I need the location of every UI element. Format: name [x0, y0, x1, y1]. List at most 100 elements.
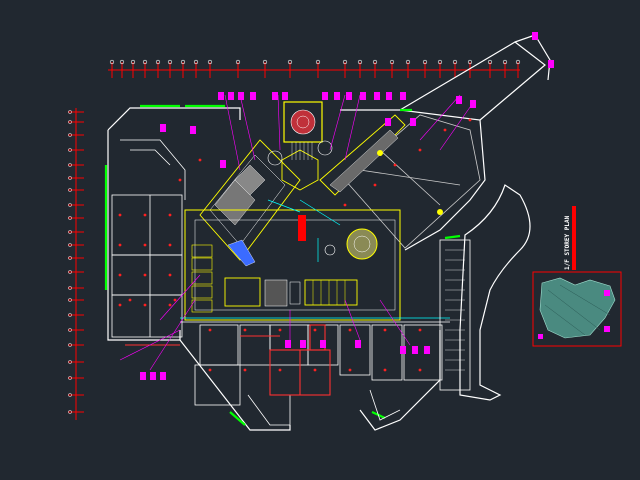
grid-bubble — [487, 59, 493, 65]
room-tag — [386, 92, 392, 100]
column-dot — [208, 328, 212, 332]
room-tag — [150, 372, 156, 380]
grid-bubble — [155, 59, 161, 65]
building-outline — [107, 34, 551, 431]
room-tag — [320, 340, 326, 348]
column-dot — [383, 368, 387, 372]
grid-bubble — [68, 360, 72, 364]
grid-bubble — [68, 110, 72, 114]
grid-bubble — [130, 59, 136, 65]
column-dot — [313, 328, 317, 332]
column-dot — [468, 118, 472, 122]
column-dot — [168, 303, 172, 307]
red-room-outlines — [125, 324, 331, 396]
grid-bubble — [68, 163, 72, 167]
room-tag — [424, 346, 430, 354]
column-dot — [418, 148, 422, 152]
room-tag — [238, 92, 244, 100]
column-dot — [313, 368, 317, 372]
room-tag — [385, 118, 391, 126]
grid-bubble — [180, 59, 186, 65]
column-dot — [143, 273, 147, 277]
left-dimension-line — [68, 108, 84, 420]
grid-bubble — [422, 59, 428, 65]
column-dot — [418, 328, 422, 332]
key-plan — [532, 271, 622, 347]
column-dot — [383, 328, 387, 332]
grid-bubble — [68, 410, 72, 414]
grid-bubble — [452, 59, 458, 65]
room-tag — [548, 60, 554, 68]
grid-bubble — [287, 59, 293, 65]
grid-bubble — [68, 120, 72, 124]
room-tag — [160, 372, 166, 380]
grid-bubble — [167, 59, 173, 65]
key-plan-title-group: 1/F STOREY PLAN — [564, 206, 576, 270]
grid-bubble — [68, 176, 72, 180]
room-tag — [400, 346, 406, 354]
grid-bubble — [68, 216, 72, 220]
room-tag — [140, 372, 146, 380]
room-tag — [300, 340, 306, 348]
grid-bubble — [207, 59, 213, 65]
column-dot — [143, 213, 147, 217]
room-tag — [374, 92, 380, 100]
room-tag — [218, 92, 224, 100]
grid-bubble — [68, 243, 72, 247]
room-tag — [532, 32, 538, 40]
column-dot — [243, 328, 247, 332]
room-tag — [322, 92, 328, 100]
key-plan-title: 1/F STOREY PLAN — [564, 215, 571, 270]
grid-bubble — [68, 203, 72, 207]
grid-bubble — [389, 59, 395, 65]
room-tag — [334, 92, 340, 100]
grid-bubble — [68, 313, 72, 317]
grid-bubble — [68, 343, 72, 347]
grid-bubble — [68, 256, 72, 260]
grid-bubble — [109, 59, 115, 65]
grid-bubble — [68, 328, 72, 332]
column-dot — [348, 328, 352, 332]
column-dot — [208, 368, 212, 372]
room-tag — [190, 126, 196, 134]
left-block-walls — [111, 139, 186, 338]
room-tag — [410, 118, 416, 126]
grid-bubble — [68, 270, 72, 274]
room-tag — [228, 92, 234, 100]
column-dot — [278, 328, 282, 332]
room-tag — [282, 92, 288, 100]
column-dot — [243, 368, 247, 372]
grid-bubble — [467, 59, 473, 65]
room-tag — [272, 92, 278, 100]
room-tag — [400, 92, 406, 100]
column-dot — [168, 273, 172, 277]
grid-bubble — [142, 59, 148, 65]
room-tag — [220, 160, 226, 168]
column-dot — [178, 178, 182, 182]
column-dot — [143, 303, 147, 307]
room-tag — [360, 92, 366, 100]
grid-bubble — [437, 59, 443, 65]
grid-bubble — [405, 59, 411, 65]
column-dot — [118, 213, 122, 217]
room-tag — [470, 100, 476, 108]
grid-bubble — [235, 59, 241, 65]
room-tag — [412, 346, 418, 354]
central-atrium — [184, 101, 443, 321]
column-dot — [118, 303, 122, 307]
grid-bubble — [315, 59, 321, 65]
diagonal-wing — [344, 114, 481, 249]
grid-bubble — [515, 59, 521, 65]
grid-bubble — [342, 59, 348, 65]
grid-bubble — [68, 376, 72, 380]
column-dot — [373, 183, 377, 187]
column-dot — [118, 243, 122, 247]
column-dot — [343, 203, 347, 207]
grid-bubble — [262, 59, 268, 65]
grid-bubble — [68, 393, 72, 397]
grid-bubble — [119, 59, 125, 65]
column-dot — [443, 128, 447, 132]
column-dot — [118, 273, 122, 277]
grid-bubble — [372, 59, 378, 65]
column-dot — [168, 213, 172, 217]
